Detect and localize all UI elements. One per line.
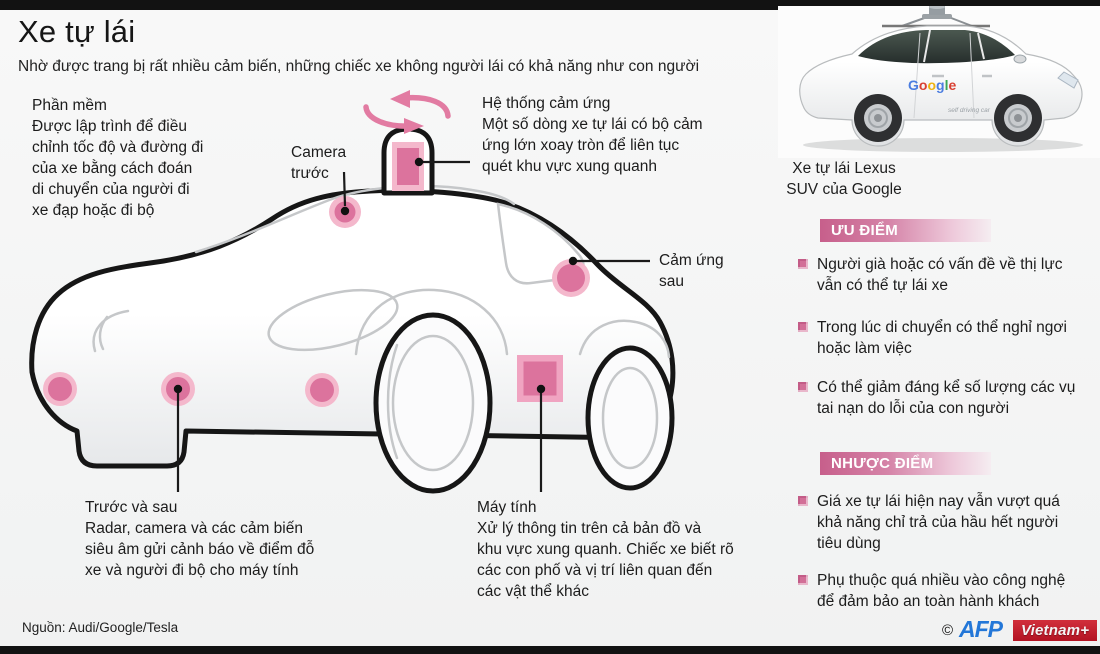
label-software: Phần mềm Được lập trình để điều chỉnh tố… (32, 97, 204, 219)
label-rear-sensor: Cảm ứng sau (659, 252, 724, 290)
label-computer: Máy tính Xử lý thông tin trên cả bản đồ … (477, 499, 734, 600)
google-logo-letter: e (948, 77, 956, 93)
pros-item: Người già hoặc có vấn đề về thị lực vẫn … (798, 254, 1086, 296)
rear-wheel-arch-line (354, 288, 509, 356)
pros-item-text: Trong lúc di chuyển có thể nghỉ ngơi hoặ… (817, 319, 1067, 357)
google-logo-letter: g (936, 77, 945, 93)
bullet-square-icon (798, 496, 808, 506)
pros-header: ƯU ĐIỂM (820, 219, 991, 242)
headlight-line (92, 309, 130, 353)
headlight (1057, 71, 1079, 89)
bottom-frame-bar (0, 646, 1100, 654)
label-sensor-system: Hệ thống cảm ứng Một số dòng xe tự lái c… (482, 95, 703, 175)
near-rear-wheel-inner (391, 334, 475, 472)
google-logo-letter: o (919, 77, 928, 93)
side-mirror (1013, 54, 1027, 64)
camera-connector-line (342, 171, 347, 207)
bullet-square-icon (798, 259, 808, 269)
lexus-photo: Google self driving car (778, 6, 1100, 158)
rear-anchor-dot (568, 256, 578, 266)
photo-caption: Xe tự lái Lexus SUV của Google (786, 160, 902, 198)
mid-lower-sensor (310, 378, 334, 402)
front-lower-anchor-dot (173, 384, 183, 394)
roof-sensor-core (397, 148, 419, 185)
far-rear-wheel-inner (601, 366, 659, 470)
bullet-square-icon (798, 575, 808, 585)
car-body-outline (29, 187, 676, 469)
bullet-square-icon (798, 382, 808, 392)
page-title: Xe tự lái (18, 14, 136, 49)
door-seams (913, 32, 975, 119)
window-pillars (923, 29, 985, 63)
door-swoosh-line (267, 288, 399, 352)
front-bumper-sensor (48, 377, 72, 401)
cons-item: Giá xe tự lái hiện nay vẫn vượt quá khả … (798, 491, 1086, 554)
google-logo: Google (908, 77, 956, 93)
google-logo-letter: l (945, 77, 949, 93)
suv-windows (858, 30, 1015, 64)
cons-item-text: Giá xe tự lái hiện nay vẫn vượt quá khả … (817, 493, 1060, 552)
rear-sensor-dot (557, 264, 585, 292)
ground-shadow (803, 138, 1083, 152)
near-rear-wheel-arc (386, 343, 399, 460)
windshield-glass-line (194, 184, 516, 254)
near-rear-wheel (373, 312, 493, 494)
cons-item: Phụ thuộc quá nhiều vào công nghệ để đảm… (798, 570, 1086, 612)
label-front-rear-radar: Trước và sau Radar, camera và các cảm bi… (85, 499, 315, 579)
pros-item: Có thể giảm đáng kể số lượng các vụ tai … (798, 377, 1086, 419)
afp-logo: AFP (959, 616, 1003, 642)
label-front-camera: Camera trước (291, 144, 347, 182)
copyright-symbol: © (942, 622, 954, 639)
self-driving-car-text: self driving car (948, 107, 991, 114)
top-frame-bar (0, 0, 1100, 10)
rotation-arrows-icon (363, 90, 451, 134)
headlight-inner-line (98, 315, 109, 351)
google-logo-letter: G (908, 77, 919, 93)
pros-item: Trong lúc di chuyển có thể nghỉ ngơi hoặ… (798, 317, 1086, 359)
camera-anchor-dot (340, 206, 350, 216)
cons-header: NHƯỢC ĐIỂM (820, 452, 991, 475)
pros-item-text: Có thể giảm đáng kể số lượng các vụ tai … (817, 379, 1076, 417)
google-logo-letter: o (927, 77, 936, 93)
cons-item-text: Phụ thuộc quá nhiều vào công nghệ để đảm… (817, 572, 1066, 610)
roof-anchor-dot (414, 157, 424, 167)
far-wheel-arch-line (578, 319, 671, 359)
page-subtitle: Nhờ được trang bị rất nhiều cảm biến, nh… (18, 58, 700, 75)
suv-wheels (854, 94, 1042, 142)
computer-anchor-dot (536, 384, 546, 394)
source-credit: Nguồn: Audi/Google/Tesla (22, 620, 179, 635)
far-rear-wheel (585, 345, 675, 491)
bullet-square-icon (798, 322, 808, 332)
pros-item-text: Người già hoặc có vấn đề về thị lực vẫn … (817, 256, 1063, 294)
vietnamplus-logo: Vietnam+ (1013, 620, 1098, 641)
